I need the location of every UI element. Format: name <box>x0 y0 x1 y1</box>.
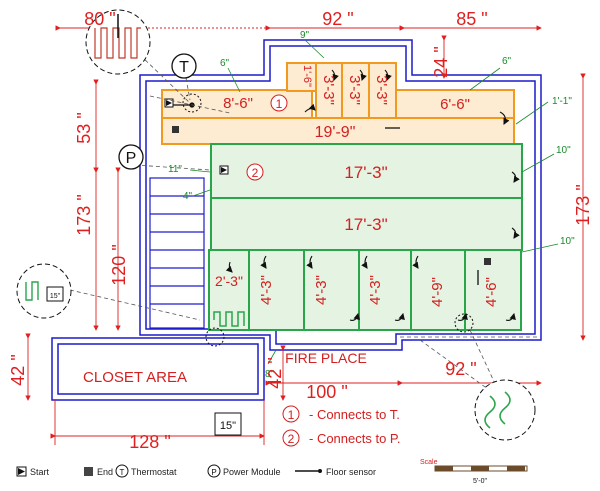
mat-label-2-3: 2'-3" <box>215 273 243 289</box>
dim-bottom-right: 92 " <box>445 359 476 379</box>
scale-bar <box>434 465 528 472</box>
room-closet: CLOSET AREA <box>83 369 187 386</box>
badge-15-bottom: 15" <box>220 420 236 432</box>
note-2-circle <box>282 429 300 447</box>
start-marker-1 <box>164 98 174 108</box>
mat-label-1-6: 1'-6" <box>301 65 313 87</box>
power-circle <box>118 144 144 170</box>
mat-19-9 <box>161 117 515 145</box>
scale-label: Scale <box>420 459 438 466</box>
curl-2 <box>454 313 474 333</box>
mat-4-3-b <box>303 249 360 331</box>
mat-label-4-3-c: 4'-3" <box>367 275 384 305</box>
note-2-num: 2 <box>288 432 295 446</box>
dim-right-main: 173 " <box>573 184 593 225</box>
gdim-6b: 6" <box>502 56 512 67</box>
dim-right-small: 24 " <box>431 46 451 77</box>
gdim-1-1: 1'-1" <box>552 96 572 107</box>
mat-label-8-6: 8'-6" <box>223 95 253 112</box>
conn-2-circle <box>246 163 264 181</box>
badge-15-bottom-box <box>214 412 242 436</box>
end-marker-2 <box>484 258 491 265</box>
dim-left-top: 53 " <box>74 112 94 143</box>
mat-label-4-3-a: 4'-3" <box>258 275 275 305</box>
mat-label-17-3-a: 17'-3" <box>344 163 387 182</box>
legend-end: End <box>97 467 113 477</box>
mat-4-9 <box>410 249 466 331</box>
note-1-text: - Connects to T. <box>309 407 400 422</box>
legend-start: Start <box>30 467 50 477</box>
conn-2-label: 2 <box>252 166 259 180</box>
dim-bottom-left: 128 " <box>129 432 170 452</box>
detail-circle-right <box>474 379 536 441</box>
end-marker-1 <box>172 126 179 133</box>
mat-label-6-6: 6'-6" <box>440 96 470 113</box>
mat-label-4-6: 4'-6" <box>483 277 500 307</box>
turn-arrows <box>225 69 520 321</box>
dim-left-mid: 173 " <box>74 194 94 235</box>
gdim-8: 8" <box>265 369 275 380</box>
dim-closet-h: 42 " <box>8 354 28 385</box>
power-label: P <box>126 150 137 167</box>
legend-power-sym: P <box>211 468 216 477</box>
note-1-circle <box>282 405 300 423</box>
dim-closet-h2: 42 " <box>265 357 285 388</box>
gdim-4: 4" <box>183 191 193 202</box>
mat-label-4-9: 4'-9" <box>429 277 446 307</box>
start-marker-2 <box>219 165 229 175</box>
dimension-lines <box>25 25 586 445</box>
gdim-10a: 10" <box>556 145 571 156</box>
gdim-10b: 10" <box>560 236 575 247</box>
legend-power: Power Module <box>223 467 281 477</box>
curl-3 <box>182 93 202 113</box>
legend-thermostat: Thermostat <box>131 467 177 477</box>
cable-zigzag <box>213 311 245 327</box>
mat-label-3-3-b: 3'-3" <box>346 75 363 105</box>
orange-mats <box>161 62 515 145</box>
gdim-9: 9" <box>300 30 310 41</box>
mat-4-3-a <box>248 249 305 331</box>
mat-label-3-3-c: 3'-3" <box>373 75 390 105</box>
stairs <box>149 177 205 329</box>
gdim-6a: 6" <box>220 58 230 69</box>
note-2-text: - Connects to P. <box>309 431 401 446</box>
legend-sensor: Floor sensor <box>326 467 376 477</box>
mat-label-3-3-a: 3'-3" <box>320 75 337 105</box>
dim-bottom-mid: 100 " <box>306 382 347 402</box>
dim-left-inner: 120 " <box>109 244 129 285</box>
conn-1-label: 1 <box>276 97 283 111</box>
mat-label-17-3-b: 17'-3" <box>344 215 387 234</box>
curl-1 <box>205 327 225 347</box>
thermostat-label: T <box>179 59 189 76</box>
room-fireplace: FIRE PLACE <box>285 350 367 366</box>
mat-label-19-9: 19'-9" <box>315 124 356 141</box>
leader-lines <box>69 54 540 393</box>
mat-17-3-a <box>210 143 523 199</box>
green-mats <box>208 143 523 331</box>
scale-value: 5'-0" <box>473 478 487 485</box>
thermostat-circle <box>171 53 197 79</box>
mat-6-6 <box>395 89 515 119</box>
badge-15-left: 15" <box>50 293 61 300</box>
legend-thermostat-sym: T <box>120 468 125 477</box>
conn-1-circle <box>270 94 288 112</box>
gdim-11: 11" <box>168 164 182 175</box>
note-1-num: 1 <box>288 408 295 422</box>
detail-circle-left <box>16 263 72 319</box>
legend-glyphs <box>16 464 322 478</box>
detail-circle-top <box>85 9 151 75</box>
mat-label-4-3-b: 4'-3" <box>313 275 330 305</box>
dim-top-right: 85 " <box>456 9 487 29</box>
mat-2-3 <box>208 249 250 331</box>
green-leaders <box>189 39 559 365</box>
dim-top-left: 80 " <box>84 9 115 29</box>
dim-top-mid: 92 " <box>322 9 353 29</box>
